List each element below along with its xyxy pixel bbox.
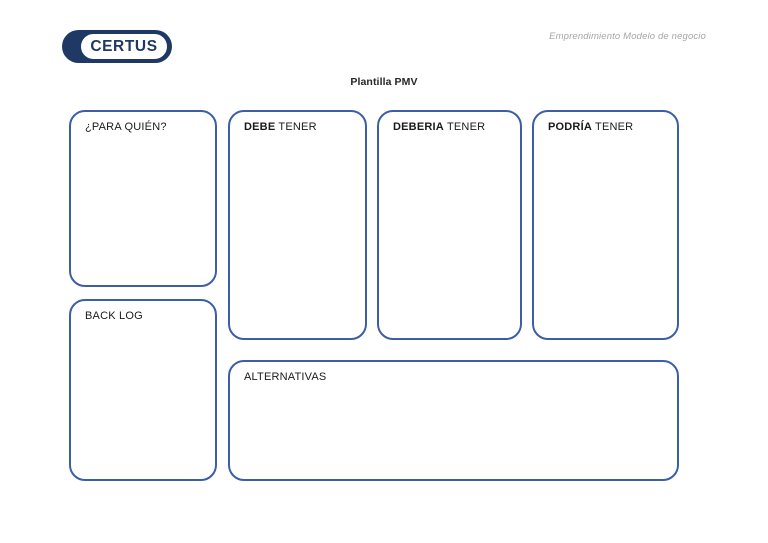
card-label-bold-podria: PODRÍA bbox=[548, 121, 592, 133]
logo-inner-pill bbox=[80, 33, 168, 60]
card-label-rest-podria: TENER bbox=[591, 121, 634, 133]
card-label-deberia-tener: DEBERIA TENER bbox=[393, 121, 485, 133]
card-label-para-quien: ¿PARA QUIÉN? bbox=[85, 121, 167, 133]
card-label-back-log: BACK LOG bbox=[85, 310, 143, 322]
logo-wordmark: CERTUS bbox=[90, 38, 158, 55]
card-label-rest-para-quien: ¿PARA QUIÉN? bbox=[85, 121, 167, 133]
card-back-log[interactable]: BACK LOG bbox=[69, 299, 217, 481]
card-label-bold-deberia: DEBERIA bbox=[393, 121, 444, 133]
card-label-rest-deberia: TENER bbox=[443, 121, 486, 133]
card-alternativas[interactable]: ALTERNATIVAS bbox=[228, 360, 679, 481]
card-podria-tener[interactable]: PODRÍA TENER bbox=[532, 110, 679, 340]
card-label-rest-debe: TENER bbox=[275, 121, 317, 133]
card-label-debe-tener: DEBE TENER bbox=[244, 121, 317, 133]
card-label-rest-back-log: BACK LOG bbox=[85, 310, 143, 322]
certus-logo: CERTUS bbox=[62, 30, 172, 63]
course-note: Emprendimiento Modelo de negocio bbox=[549, 31, 706, 42]
page-title: Plantilla PMV bbox=[350, 76, 418, 88]
card-debe-tener[interactable]: DEBE TENER bbox=[228, 110, 367, 340]
card-deberia-tener[interactable]: DEBERIA TENER bbox=[377, 110, 522, 340]
card-label-bold-debe: DEBE bbox=[244, 121, 276, 133]
card-para-quien[interactable]: ¿PARA QUIÉN? bbox=[69, 110, 217, 287]
card-label-podria-tener: PODRÍA TENER bbox=[548, 121, 633, 133]
card-label-alternativas: ALTERNATIVAS bbox=[244, 371, 326, 383]
card-label-rest-alternativas: ALTERNATIVAS bbox=[244, 371, 327, 383]
page-header: CERTUS Emprendimiento Modelo de negocio bbox=[0, 0, 768, 70]
